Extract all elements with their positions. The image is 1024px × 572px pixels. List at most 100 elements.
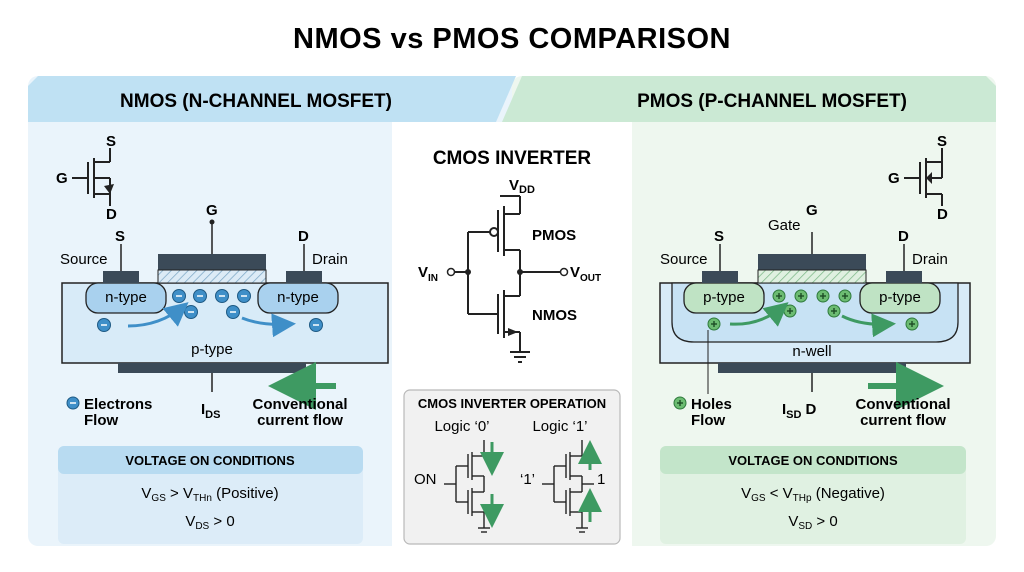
nmos-drain-contact	[286, 271, 322, 283]
nmos-conditions-header	[58, 446, 363, 474]
pmos-hole-group	[707, 289, 919, 331]
nmos-legend-electrons: Electrons	[84, 396, 152, 413]
electron-icon	[193, 289, 207, 303]
nmos-condition-2: VDS > 0	[185, 513, 234, 532]
nmos-arrow-icon	[508, 328, 518, 336]
nmos-header: NMOS (N-CHANNEL MOSFET)	[120, 91, 392, 112]
nmos-legend-current-flow: current flow	[257, 412, 343, 429]
hole-icon	[794, 289, 808, 303]
electron-icon	[215, 289, 229, 303]
inverter-pmos-label: PMOS	[532, 227, 576, 244]
pmos-source-contact	[702, 271, 738, 283]
pmos-gate-bubble	[489, 227, 499, 237]
nmos-current-label: IDS	[201, 401, 220, 421]
pmos-condition-1: VGS < VTHp (Negative)	[741, 485, 885, 504]
pmos-left-region-label: p-type	[703, 289, 745, 306]
nmos-legend-conventional: Conventional	[252, 396, 347, 413]
inverter-title: CMOS INVERTER	[433, 148, 592, 169]
nmos-substrate-label: p-type	[191, 341, 233, 358]
inverter-nmos-label: NMOS	[532, 307, 577, 324]
pmos-legend-holes: Holes	[691, 396, 732, 413]
operation-right-logic: Logic ‘1’	[532, 418, 587, 435]
pmos-legend-flow: Flow	[691, 412, 725, 429]
vin-terminal	[446, 267, 456, 277]
operation-left-logic: Logic ‘0’	[434, 418, 489, 435]
hole-icon	[827, 304, 841, 318]
nmos-electron-flow-arrow	[127, 302, 189, 328]
pmos-source-label: Source	[660, 251, 708, 268]
hole-icon	[707, 317, 721, 331]
pmos-well-label: n-well	[792, 343, 831, 360]
nmos-drain-label: Drain	[312, 251, 348, 268]
vin-label: VIN	[418, 264, 438, 284]
nmos-source-label: Source	[60, 251, 108, 268]
electron-icon	[172, 289, 186, 303]
operation-left-circuit	[444, 440, 490, 533]
electron-icon	[184, 305, 198, 319]
pmos-legend-conventional: Conventional	[855, 396, 950, 413]
operation-on-label: ON	[414, 471, 437, 488]
pmos-conditions-header	[660, 446, 966, 474]
hole-icon	[783, 304, 797, 318]
pmos-body-contact	[718, 363, 906, 373]
nmos-symbol	[72, 148, 114, 206]
pmos-header: PMOS (P-CHANNEL MOSFET)	[637, 91, 907, 112]
nmos-right-region-label: n-type	[277, 289, 319, 306]
nmos-left-region-label: n-type	[105, 289, 147, 306]
pmos-right-region-label: p-type	[879, 289, 921, 306]
vout-terminal	[559, 267, 569, 277]
operation-box	[403, 389, 621, 545]
nmos-symbol-d: D	[106, 206, 117, 223]
input-node-dot	[465, 269, 471, 275]
nmos-symbol-s: S	[106, 133, 116, 150]
electron-icon	[226, 305, 240, 319]
pmos-drain-label: Drain	[912, 251, 948, 268]
pmos-header-band	[502, 76, 996, 122]
nmos-electron-flow-arrow-2	[241, 313, 296, 338]
nmos-device-g: G	[206, 202, 218, 219]
nmos-legend-flow: Flow	[84, 412, 118, 429]
pmos-drain-contact	[886, 271, 922, 283]
hole-icon	[816, 289, 830, 303]
hole-icon	[905, 317, 919, 331]
nmos-header-band	[28, 76, 516, 122]
page-title: NMOS vs PMOS COMPARISON	[293, 23, 731, 55]
nmos-gate-metal	[158, 254, 266, 270]
electron-icon	[237, 289, 251, 303]
electron-legend-icon	[66, 396, 80, 410]
pmos-device-s: S	[714, 228, 724, 245]
pmos-device-d: D	[898, 228, 909, 245]
operation-right-circuit	[542, 440, 594, 533]
nmos-source-contact	[103, 271, 139, 283]
pmos-symbol-s: S	[937, 133, 947, 150]
pmos-hole-flow-arrow	[729, 302, 789, 327]
pmos-hole-flow-arrow-2	[841, 313, 896, 338]
nmos-conditions-title: VOLTAGE ON CONDITIONS	[125, 453, 295, 468]
pmos-condition-2: VSD > 0	[788, 513, 837, 532]
pmos-symbol-g: G	[888, 170, 900, 187]
hole-legend-icon	[673, 396, 687, 410]
operation-title: CMOS INVERTER OPERATION	[418, 396, 606, 411]
pmos-device-leads	[719, 232, 905, 392]
nmos-device-d: D	[298, 228, 309, 245]
nmos-body-contact	[118, 363, 306, 373]
operation-output-one: 1	[597, 471, 605, 488]
pmos-gate-label: Gate	[768, 217, 801, 234]
pmos-gate-oxide	[757, 269, 867, 284]
pmos-legend-current-flow: current flow	[860, 412, 946, 429]
nmos-device-s: S	[115, 228, 125, 245]
pmos-symbol	[904, 148, 943, 206]
electron-icon	[97, 318, 111, 332]
nmos-symbol-g: G	[56, 170, 68, 187]
output-node-dot	[517, 269, 523, 275]
vdd-label: VDD	[509, 177, 535, 196]
nmos-device-leads	[120, 222, 305, 392]
pmos-device-g: G	[806, 202, 818, 219]
nmos-condition-1: VGS > VTHn (Positive)	[141, 485, 278, 504]
pmos-symbol-d: D	[937, 206, 948, 223]
operation-input-one: ‘1’	[520, 471, 535, 488]
vout-label: VOUT	[570, 264, 601, 284]
nmos-gate-oxide	[157, 269, 267, 284]
